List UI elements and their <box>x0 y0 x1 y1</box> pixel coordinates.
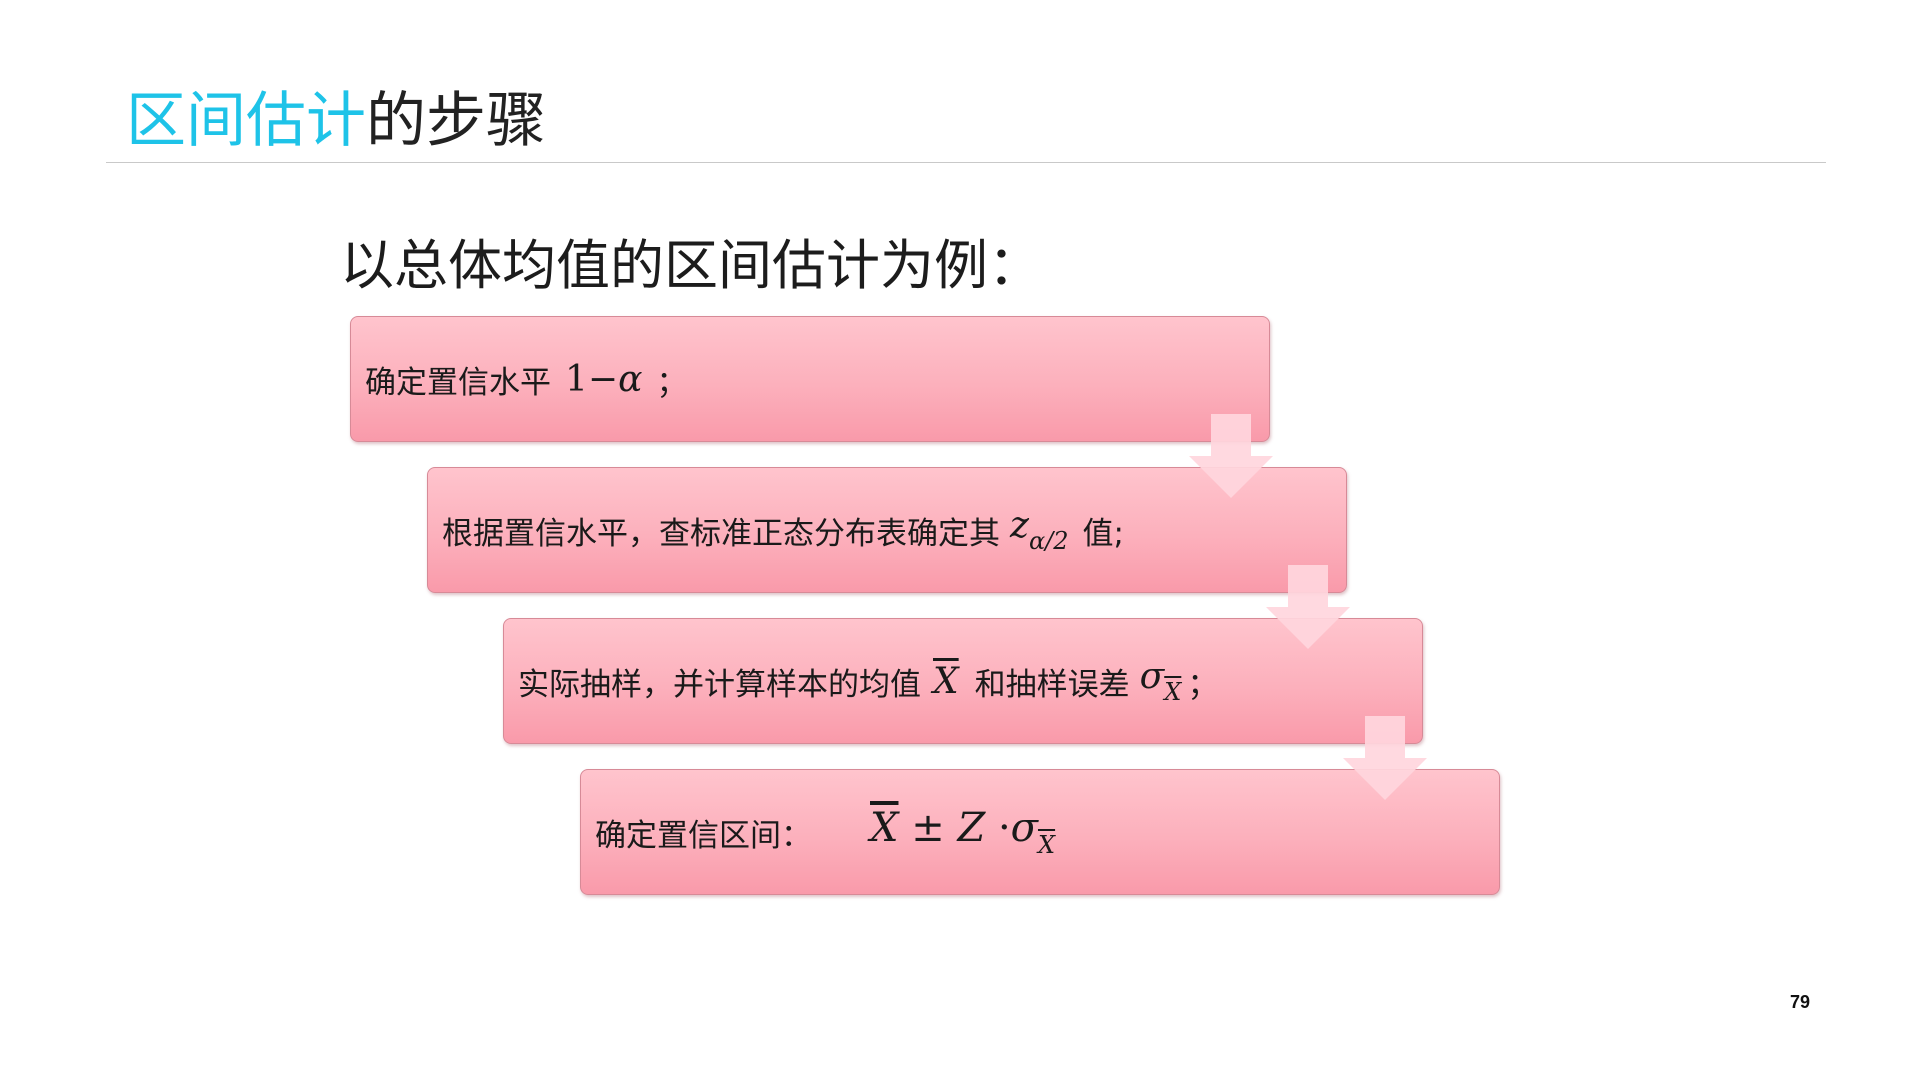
formula-alpha: α <box>618 358 643 400</box>
step-box-4: 确定置信区间： X ± Z ·σX <box>580 769 1500 895</box>
formula-sigma: σ <box>1010 805 1038 851</box>
step-3-mean: X <box>933 661 959 702</box>
formula-sigma: σ <box>1139 656 1165 697</box>
step-4-text: 确定置信区间： <box>595 817 812 854</box>
formula-sigma-subscript: X <box>1037 831 1056 859</box>
formula-x-bar: X <box>933 660 959 702</box>
step-2-suffix: 值; <box>1082 515 1124 552</box>
formula-z-capital: Z <box>957 805 986 851</box>
step-box-3: 实际抽样，并计算样本的均值 X 和抽样误差 σX ； <box>503 618 1423 744</box>
down-arrow-icon <box>1189 414 1273 498</box>
formula-minus: − <box>587 358 619 400</box>
step-2-formula: zα/2 <box>1010 505 1069 555</box>
step-1-text: 确定置信水平 <box>365 364 551 401</box>
intro-text: 以总体均值的区间估计为例： <box>340 234 1042 297</box>
down-arrow-icon <box>1343 716 1427 800</box>
step-1-suffix: ； <box>656 364 688 401</box>
formula-z-subscript: α/2 <box>1028 527 1069 555</box>
slide-title-rest: 的步骤 <box>366 86 546 156</box>
slide-title: 区间估计的步骤 <box>126 84 546 158</box>
step-box-2: 根据置信水平，查标准正态分布表确定其 zα/2 值; <box>427 467 1347 593</box>
formula-dot: · <box>997 805 1011 851</box>
formula-sigma-subscript: X <box>1164 678 1182 706</box>
formula-z: z <box>1010 505 1029 546</box>
step-2-text: 根据置信水平，查标准正态分布表确定其 <box>442 515 1000 552</box>
formula-x-bar: X <box>870 805 899 851</box>
page-number: 79 <box>1789 992 1810 1012</box>
step-1-formula: 1−α <box>565 359 642 400</box>
formula-one: 1 <box>565 358 588 400</box>
formula-plus-minus: ± <box>911 805 945 851</box>
step-3-sigma: σX <box>1140 656 1182 706</box>
step-4-formula: X ± Z ·σX <box>870 805 1055 859</box>
step-box-1: 确定置信水平 1−α ； <box>350 316 1270 442</box>
title-divider <box>106 162 1826 163</box>
step-3-text: 实际抽样，并计算样本的均值 <box>518 666 921 703</box>
step-3-mid-text: 和抽样误差 <box>974 666 1130 703</box>
slide-title-accent: 区间估计 <box>126 86 366 156</box>
down-arrow-icon <box>1266 565 1350 649</box>
step-3-suffix: ； <box>1187 666 1219 703</box>
